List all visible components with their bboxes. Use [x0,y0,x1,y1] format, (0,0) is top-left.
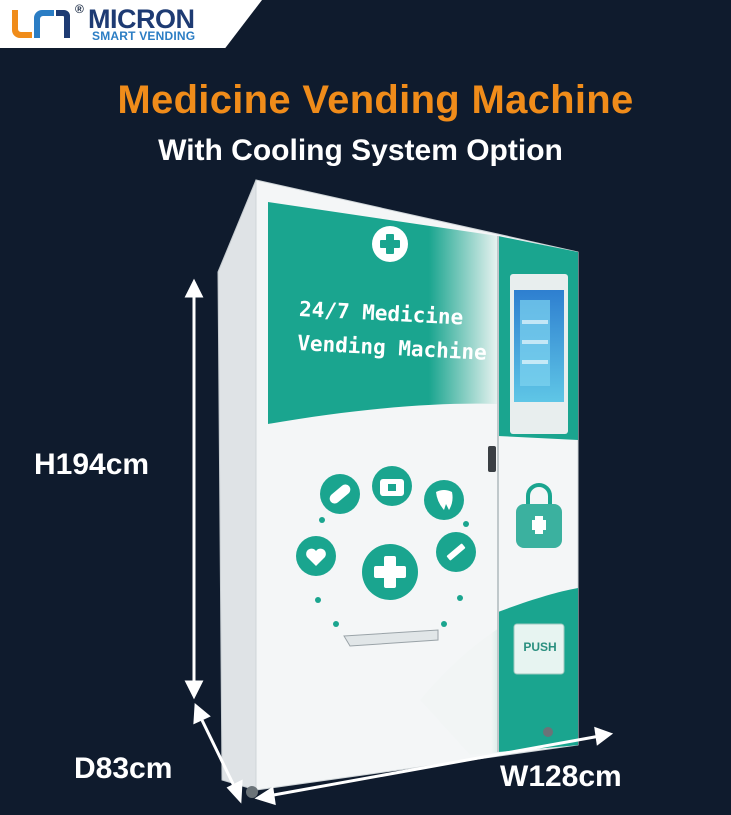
medical-bag-icon [516,483,562,548]
tooth-icon [424,480,464,520]
center-plus-icon [362,544,418,600]
width-label: W128cm [500,760,622,793]
plus-icon [372,226,408,262]
first-aid-kit-icon [372,466,412,506]
pill-icon [320,474,360,514]
brand-name: MICRON [88,4,195,34]
depth-label: D83cm [74,752,173,785]
heart-icon [296,536,336,576]
page-title: Medicine Vending Machine [117,78,634,122]
push-label: PUSH [523,640,557,654]
micron-logo-icon [12,10,70,38]
brand-tagline: SMART VENDING [92,29,196,43]
height-label: H194cm [34,448,150,481]
registered-mark: ® [75,2,84,16]
brand-logo: ® MICRON SMART VENDING [0,0,262,48]
page-subtitle: With Cooling System Option [158,134,563,167]
syringe-icon [436,532,476,572]
